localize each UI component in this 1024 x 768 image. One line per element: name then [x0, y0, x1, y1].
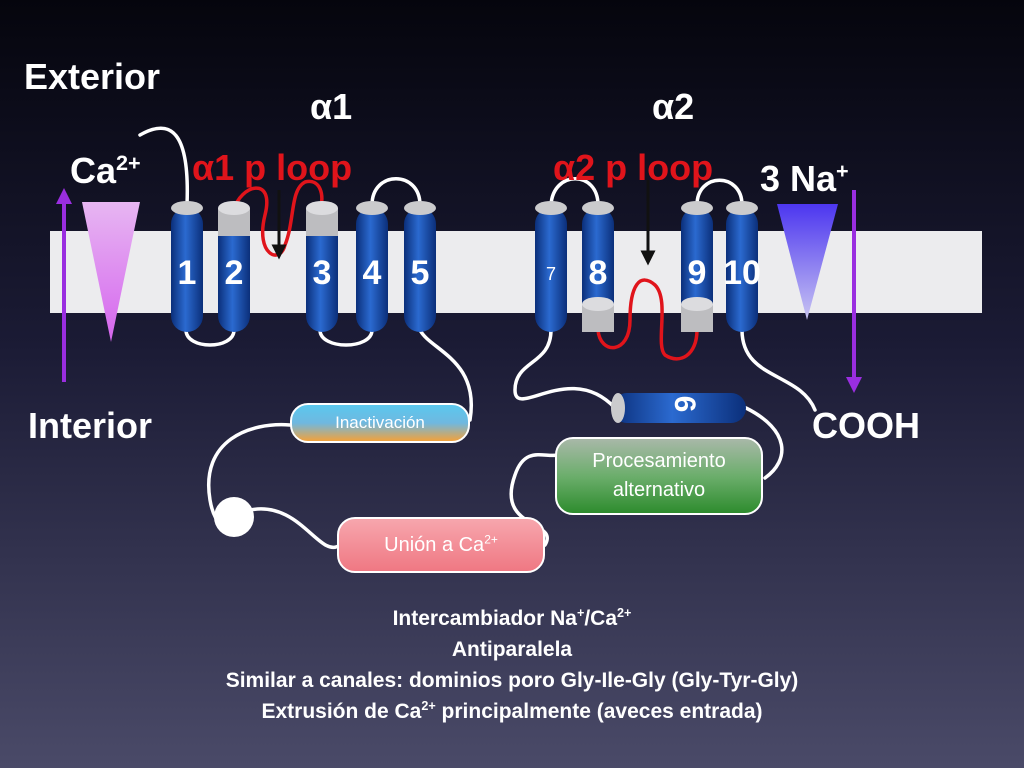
- ca-binding-domain: Unión a Ca2+: [337, 517, 545, 573]
- processing-line1: Procesamiento: [592, 450, 726, 472]
- inactivation-domain: Inactivación: [290, 403, 470, 443]
- helix-1: [171, 201, 203, 332]
- footer-line-1: Intercambiador Na+/Ca2+: [392, 606, 632, 630]
- exterior-label: Exterior: [24, 56, 161, 97]
- helix-4: [356, 201, 388, 332]
- na-gradient-triangle: [777, 204, 838, 320]
- interior-label: Interior: [28, 405, 153, 446]
- helices: [171, 201, 758, 423]
- chain-circle: [214, 497, 254, 537]
- helix-label-10: 10: [723, 254, 761, 292]
- ca-gradient-triangle: [82, 202, 140, 342]
- helix-5: [404, 201, 436, 332]
- cooh-label: COOH: [812, 405, 920, 446]
- helix-label-6: 6: [668, 395, 701, 413]
- helix-6: [611, 393, 746, 423]
- helix-2: [218, 201, 250, 332]
- helix-label-2: 2: [224, 254, 244, 292]
- na-ion-label: 3 Na+: [760, 158, 849, 199]
- helix-8: [582, 201, 614, 332]
- alpha1-p-loop-label: α1 p loop: [192, 147, 353, 188]
- helix-label-7: 7: [545, 264, 556, 284]
- helix-label-3: 3: [312, 254, 332, 292]
- footer-line-4: Extrusión de Ca2+ principalmente (aveces…: [261, 699, 763, 723]
- processing-line2: alternativo: [612, 479, 706, 501]
- helix-9: [681, 201, 713, 332]
- helix-10: [726, 201, 758, 332]
- helix-label-8: 8: [588, 254, 608, 292]
- helix-label-5: 5: [410, 254, 430, 292]
- helix-3: [306, 201, 338, 332]
- p-loops: [232, 179, 699, 361]
- footer-line-3: Similar a canales: dominios poro Gly-Ile…: [225, 669, 799, 692]
- alpha1-label: α1: [310, 86, 353, 127]
- alpha2-label: α2: [652, 86, 695, 127]
- ca-ion-label: Ca2+: [70, 150, 141, 191]
- helix-label-1: 1: [177, 254, 197, 292]
- helix-label-4: 4: [362, 254, 382, 292]
- alpha2-p-loop-label: α2 p loop: [553, 147, 714, 188]
- helix-7: [535, 201, 567, 332]
- helix-label-9: 9: [687, 254, 707, 292]
- alternative-splicing-domain: Procesamiento alternativo: [555, 437, 763, 515]
- footer-line-2: Antiparalela: [451, 638, 573, 661]
